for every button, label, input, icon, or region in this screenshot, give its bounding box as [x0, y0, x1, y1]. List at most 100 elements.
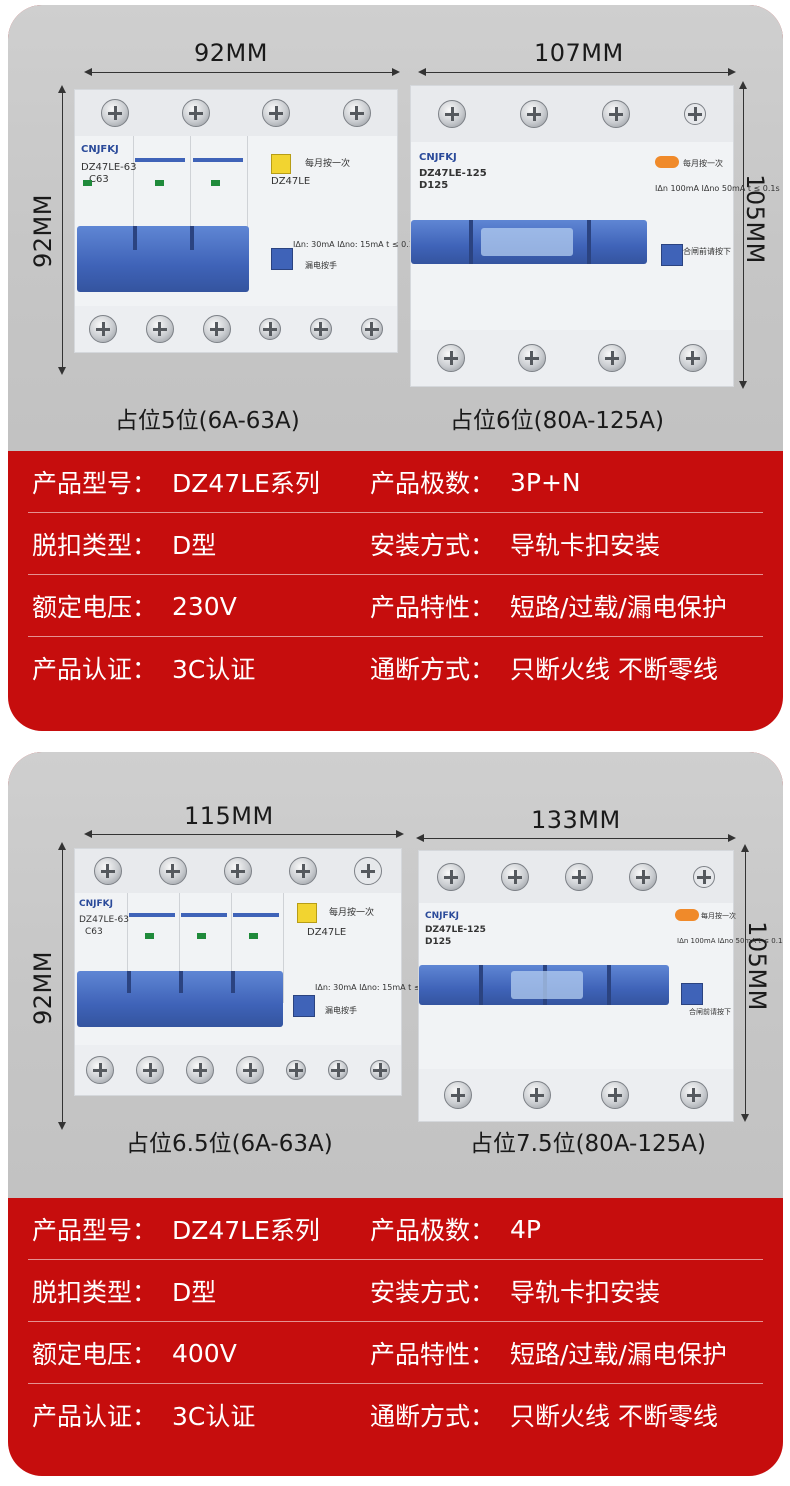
spec-row: 产品型号： DZ47LE系列 产品极数： 4P [8, 1198, 783, 1260]
screw-icon [684, 103, 706, 125]
close-hint-label: 合闸前请按下 [683, 247, 731, 256]
screw-icon [328, 1060, 348, 1080]
screw-icon [565, 863, 593, 891]
arrow-down-icon [741, 1114, 749, 1122]
rating-label: D125 [425, 937, 452, 947]
indicator-led [249, 933, 258, 939]
arrow-left-icon [84, 68, 92, 76]
spec-row: 额定电压： 400V 产品特性： 短路/过载/漏电保护 [8, 1322, 783, 1384]
indicator-led [211, 180, 220, 186]
spec-value: 短路/过载/漏电保护 [510, 1340, 727, 1369]
arrow-up-icon [58, 842, 66, 850]
spec-label: 脱扣类型： [32, 531, 158, 560]
rating-label: C63 [85, 927, 103, 937]
arrow-down-icon [58, 1122, 66, 1130]
screw-icon [223, 857, 252, 885]
top-terminal-row [419, 851, 733, 903]
screw-icon [520, 100, 548, 128]
screw-icon [309, 318, 332, 340]
spec-value: 230V [172, 591, 237, 621]
screw-icon [522, 1081, 551, 1109]
spec-value: 导轨卡扣安装 [510, 531, 661, 560]
height-dimension-label: 105MM [742, 921, 771, 1011]
test-button[interactable] [675, 909, 699, 921]
top-terminal-row [411, 86, 733, 142]
spec-label: 脱扣类型： [32, 1278, 158, 1307]
screw-icon [86, 1056, 114, 1084]
model-label: DZ47LE-125 [419, 168, 487, 179]
screw-icon [286, 1060, 306, 1080]
spec-value: 只断火线 不断零线 [510, 1402, 718, 1431]
screw-icon [342, 99, 371, 127]
spec-label: 产品极数： [370, 469, 496, 498]
screw-icon [101, 99, 130, 127]
height-dimension-line [745, 848, 746, 1118]
leak-test-label: 漏电按手 [325, 1006, 357, 1015]
leak-test-button[interactable] [271, 248, 293, 270]
model-label: DZ47LE-125 [425, 925, 486, 935]
arrow-right-icon [728, 834, 736, 842]
spec-value: 短路/过载/漏电保护 [510, 593, 727, 622]
spec-value: 导轨卡扣安装 [510, 1278, 661, 1307]
arrow-left-icon [418, 68, 426, 76]
operating-handle[interactable] [77, 226, 249, 292]
screw-icon [354, 857, 383, 885]
spec-value: 只断火线 不断零线 [510, 655, 718, 684]
screw-icon [438, 100, 466, 128]
left-device-caption: 占位6.5位(6A-63A) [126, 1131, 333, 1157]
breaker-device-63a: CNJFKJ DZ47LE-63 C63 每月按一次 DZ47LE IΔn: 3… [74, 848, 440, 1096]
monthly-test-label: 每月按一次 [305, 159, 351, 169]
close-hint-label: 合闸前请按下 [689, 1008, 731, 1016]
screw-icon [259, 318, 282, 340]
test-button[interactable] [655, 156, 679, 168]
screw-icon [370, 1060, 390, 1080]
arrow-left-icon [416, 834, 424, 842]
screw-icon [601, 1081, 630, 1109]
spec-label: 产品极数： [370, 1216, 496, 1245]
spec-value: DZ47LE系列 [172, 1216, 320, 1245]
screw-icon [517, 344, 546, 372]
arrow-down-icon [739, 381, 747, 389]
monthly-test-label: 每月按一次 [701, 912, 736, 920]
screw-icon [136, 1056, 164, 1084]
reset-button[interactable] [681, 983, 703, 1005]
screw-icon [679, 1081, 708, 1109]
screw-icon [186, 1056, 214, 1084]
handle-tie-bar [511, 971, 583, 999]
screw-icon [202, 315, 231, 343]
arrow-right-icon [392, 68, 400, 76]
screw-icon [598, 344, 627, 372]
test-button[interactable] [271, 154, 291, 174]
screw-icon [444, 1081, 473, 1109]
spec-value: 400V [172, 1338, 237, 1368]
params-label: IΔn 100mA IΔno 50mA t ≤ 0.1s [655, 184, 780, 193]
screw-icon [236, 1056, 264, 1084]
product-photo-panel: 115MM 92MM CNJFKJ DZ47LE-63 C63 [8, 752, 783, 1198]
leak-test-button[interactable] [293, 995, 315, 1017]
model-label: DZ47LE-63 [79, 915, 129, 925]
spec-row: 产品认证： 3C认证 通断方式： 只断火线 不断零线 [8, 1384, 783, 1446]
breaker-device-63a: CNJFKJ DZ47LE-63 C63 每月按一次 DZ47LE IΔn: 3… [74, 89, 418, 353]
spec-label: 产品认证： [32, 1402, 158, 1431]
breaker-device-125a: CNJFKJ DZ47LE-125 D125 每月按一次 IΔn 100mA I… [418, 850, 783, 1122]
spec-label: 额定电压： [32, 1340, 158, 1369]
brand-logo: CNJFKJ [81, 144, 119, 155]
arrow-left-icon [84, 830, 92, 838]
brand-logo: CNJFKJ [419, 152, 457, 163]
bottom-terminal-row [75, 306, 397, 352]
screw-icon [93, 857, 122, 885]
rating-label: D125 [419, 180, 449, 191]
params-label: IΔn: 30mA IΔno: 15mA t ≤ 0.1s [315, 983, 440, 992]
height-dimension-label: 92MM [28, 951, 57, 1025]
screw-icon [629, 863, 657, 891]
width-dimension-line [420, 838, 732, 839]
spec-label: 产品型号： [32, 469, 158, 498]
test-button[interactable] [297, 903, 317, 923]
width-dimension-label: 107MM [534, 39, 624, 67]
screw-icon [145, 315, 174, 343]
spec-table: 产品型号： DZ47LE系列 产品极数： 4P 脱扣类型： D型 安装方式： 导… [8, 1198, 783, 1446]
spec-label: 额定电压： [32, 593, 158, 622]
device-label: DZ47LE [271, 176, 311, 187]
reset-button[interactable] [661, 244, 683, 266]
screw-icon [437, 344, 466, 372]
